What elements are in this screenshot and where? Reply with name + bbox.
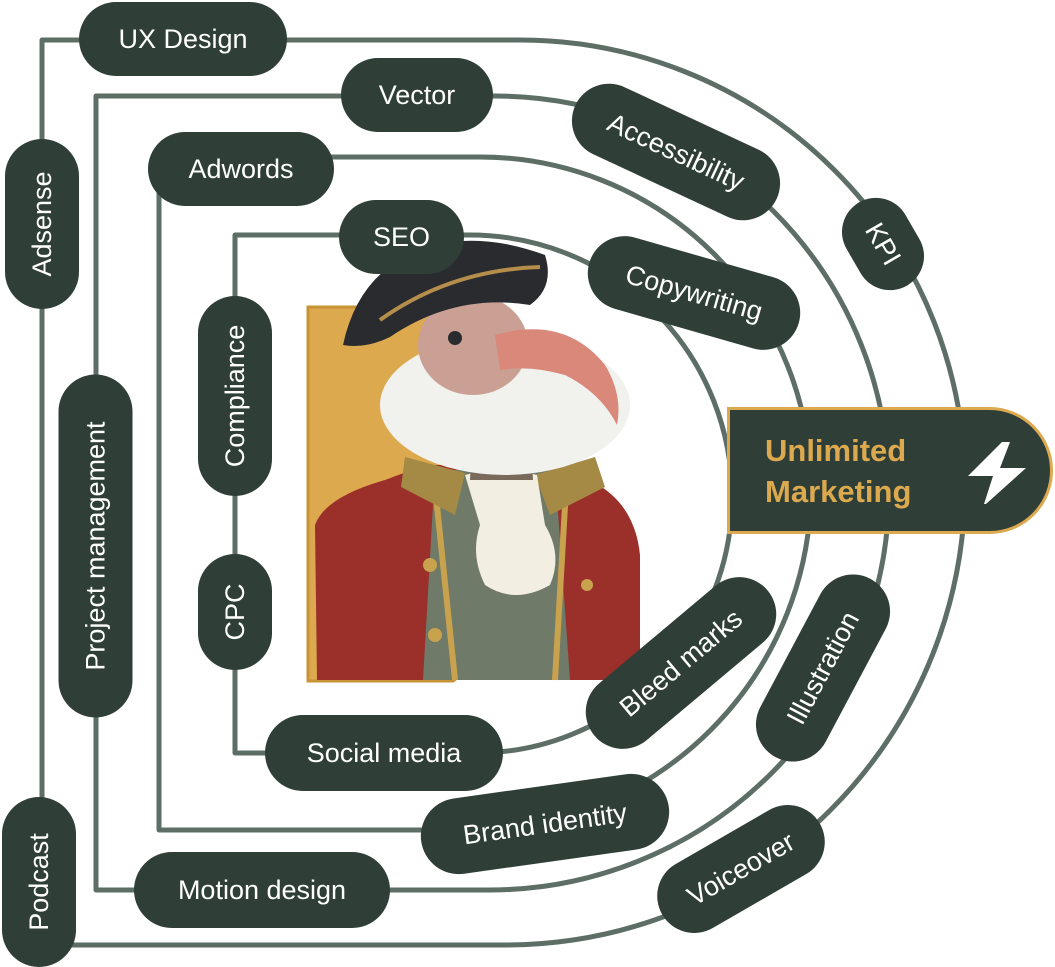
- pill-social-media[interactable]: Social media: [265, 715, 503, 791]
- pill-motion-design[interactable]: Motion design: [134, 852, 390, 928]
- pill-podcast[interactable]: Podcast: [2, 797, 76, 967]
- pill-vector[interactable]: Vector: [341, 58, 493, 132]
- pill-adwords[interactable]: Adwords: [148, 132, 334, 206]
- center-title-line1: Unlimited: [765, 432, 907, 468]
- pill-project-management[interactable]: Project management: [58, 374, 133, 718]
- pill-ux-design[interactable]: UX Design: [79, 2, 287, 76]
- collar-shape: [401, 457, 465, 515]
- pill-cpc[interactable]: CPC: [198, 554, 272, 670]
- center-title-line2: Marketing: [765, 473, 912, 509]
- pill-seo[interactable]: SEO: [339, 200, 464, 274]
- beak-shape: [495, 329, 619, 425]
- eye-icon: [448, 331, 462, 345]
- pill-compliance[interactable]: Compliance: [198, 296, 272, 496]
- cravat-shape: [465, 470, 556, 595]
- center-title: Unlimited Marketing: [765, 430, 935, 512]
- unlimited-marketing-card[interactable]: Unlimited Marketing: [727, 407, 1053, 534]
- lightning-bolt-icon: [968, 442, 1026, 504]
- head-shape: [418, 295, 528, 395]
- vulture-portrait: [306, 240, 640, 683]
- pill-adsense[interactable]: Adsense: [5, 139, 79, 309]
